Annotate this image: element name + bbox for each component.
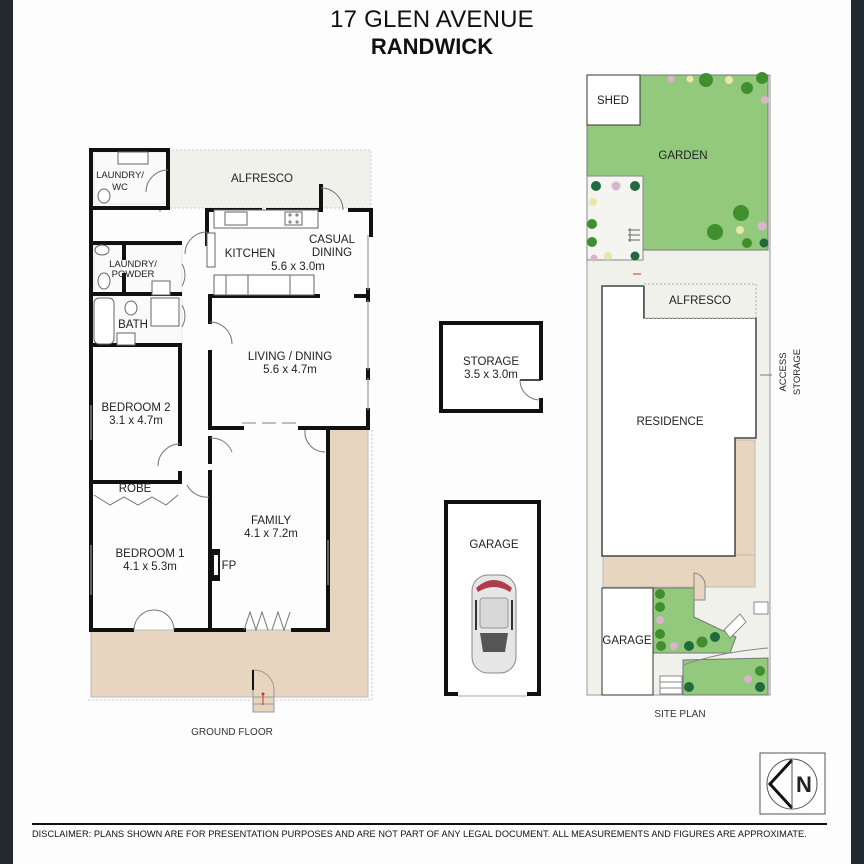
label-bedroom-1: BEDROOM 1 [115,548,184,560]
size-bedroom-2: 3.1 x 4.7m [109,415,163,427]
label-access: ACCESS [778,352,789,391]
site-plan: SHED GARDEN ALFRESCO RESIDENCE GARAGE AC… [586,72,803,720]
label-robe: ROBE [119,483,152,495]
label-storage: STORAGE [463,356,519,368]
label-shed: SHED [597,95,629,107]
storage-building: STORAGE 3.5 x 3.0m [439,321,543,413]
size-family: 4.1 x 7.2m [244,528,298,540]
disclaimer-rule [32,823,827,825]
disclaimer-text: DISCLAIMER: PLANS SHOWN ARE FOR PRESENTA… [32,829,807,839]
compass-letter: N [796,772,812,797]
label-bath: BATH [118,319,148,331]
label-family: FAMILY [251,515,291,527]
label-alfresco: ALFRESCO [231,173,293,185]
garden-plants [587,72,769,692]
label-bedroom-2: BEDROOM 2 [101,402,170,414]
label-residence: RESIDENCE [636,416,703,428]
label-garage: GARAGE [469,539,519,551]
label-living-dining: LIVING / DNING [248,351,332,363]
shed [586,74,641,126]
size-living-dining: 5.6 x 4.7m [263,364,317,376]
label-casual-dining-2: DINING [312,247,352,259]
size-bedroom-1: 4.1 x 5.3m [123,561,177,573]
label-site-garage: GARAGE [602,635,652,647]
windows [90,210,369,595]
ground-floor-caption: GROUND FLOOR [191,727,273,738]
label-laundry-wc-1: LAUNDRY/ [96,170,144,181]
alfresco-area [167,149,372,209]
label-laundry-powder-2: POWDER [112,269,155,280]
label-kitchen: KITCHEN [225,248,275,260]
site-garage [601,587,654,696]
property-suburb: RANDWICK [370,34,494,59]
car-icon [471,574,517,674]
room-labels: LAUNDRY/ WC ALFRESCO KITCHEN CASUAL DINI… [96,170,356,738]
ground-floor-plan: LAUNDRY/ WC ALFRESCO KITCHEN CASUAL DINI… [88,148,373,738]
label-casual-dining-1: CASUAL [309,234,356,246]
property-address: 17 GLEN AVENUE [330,6,534,33]
title-block: 17 GLEN AVENUE RANDWICK [0,6,864,60]
label-access-storage: STORAGE [792,349,803,395]
site-plan-caption: SITE PLAN [654,709,705,720]
door-swings [93,169,344,632]
label-laundry-powder-1: LAUNDRY/ [109,259,157,270]
size-storage: 3.5 x 3.0m [464,369,518,381]
label-laundry-wc-2: WC [112,182,128,193]
label-garden: GARDEN [658,150,707,162]
label-fireplace: FP [222,560,237,572]
north-arrow-icon: N [759,752,826,815]
size-casual-dining: 5.6 x 3.0m [271,261,325,273]
garage-building: GARAGE [444,500,541,697]
bathroom-fixtures [93,151,180,346]
label-site-alfresco: ALFRESCO [669,295,731,307]
